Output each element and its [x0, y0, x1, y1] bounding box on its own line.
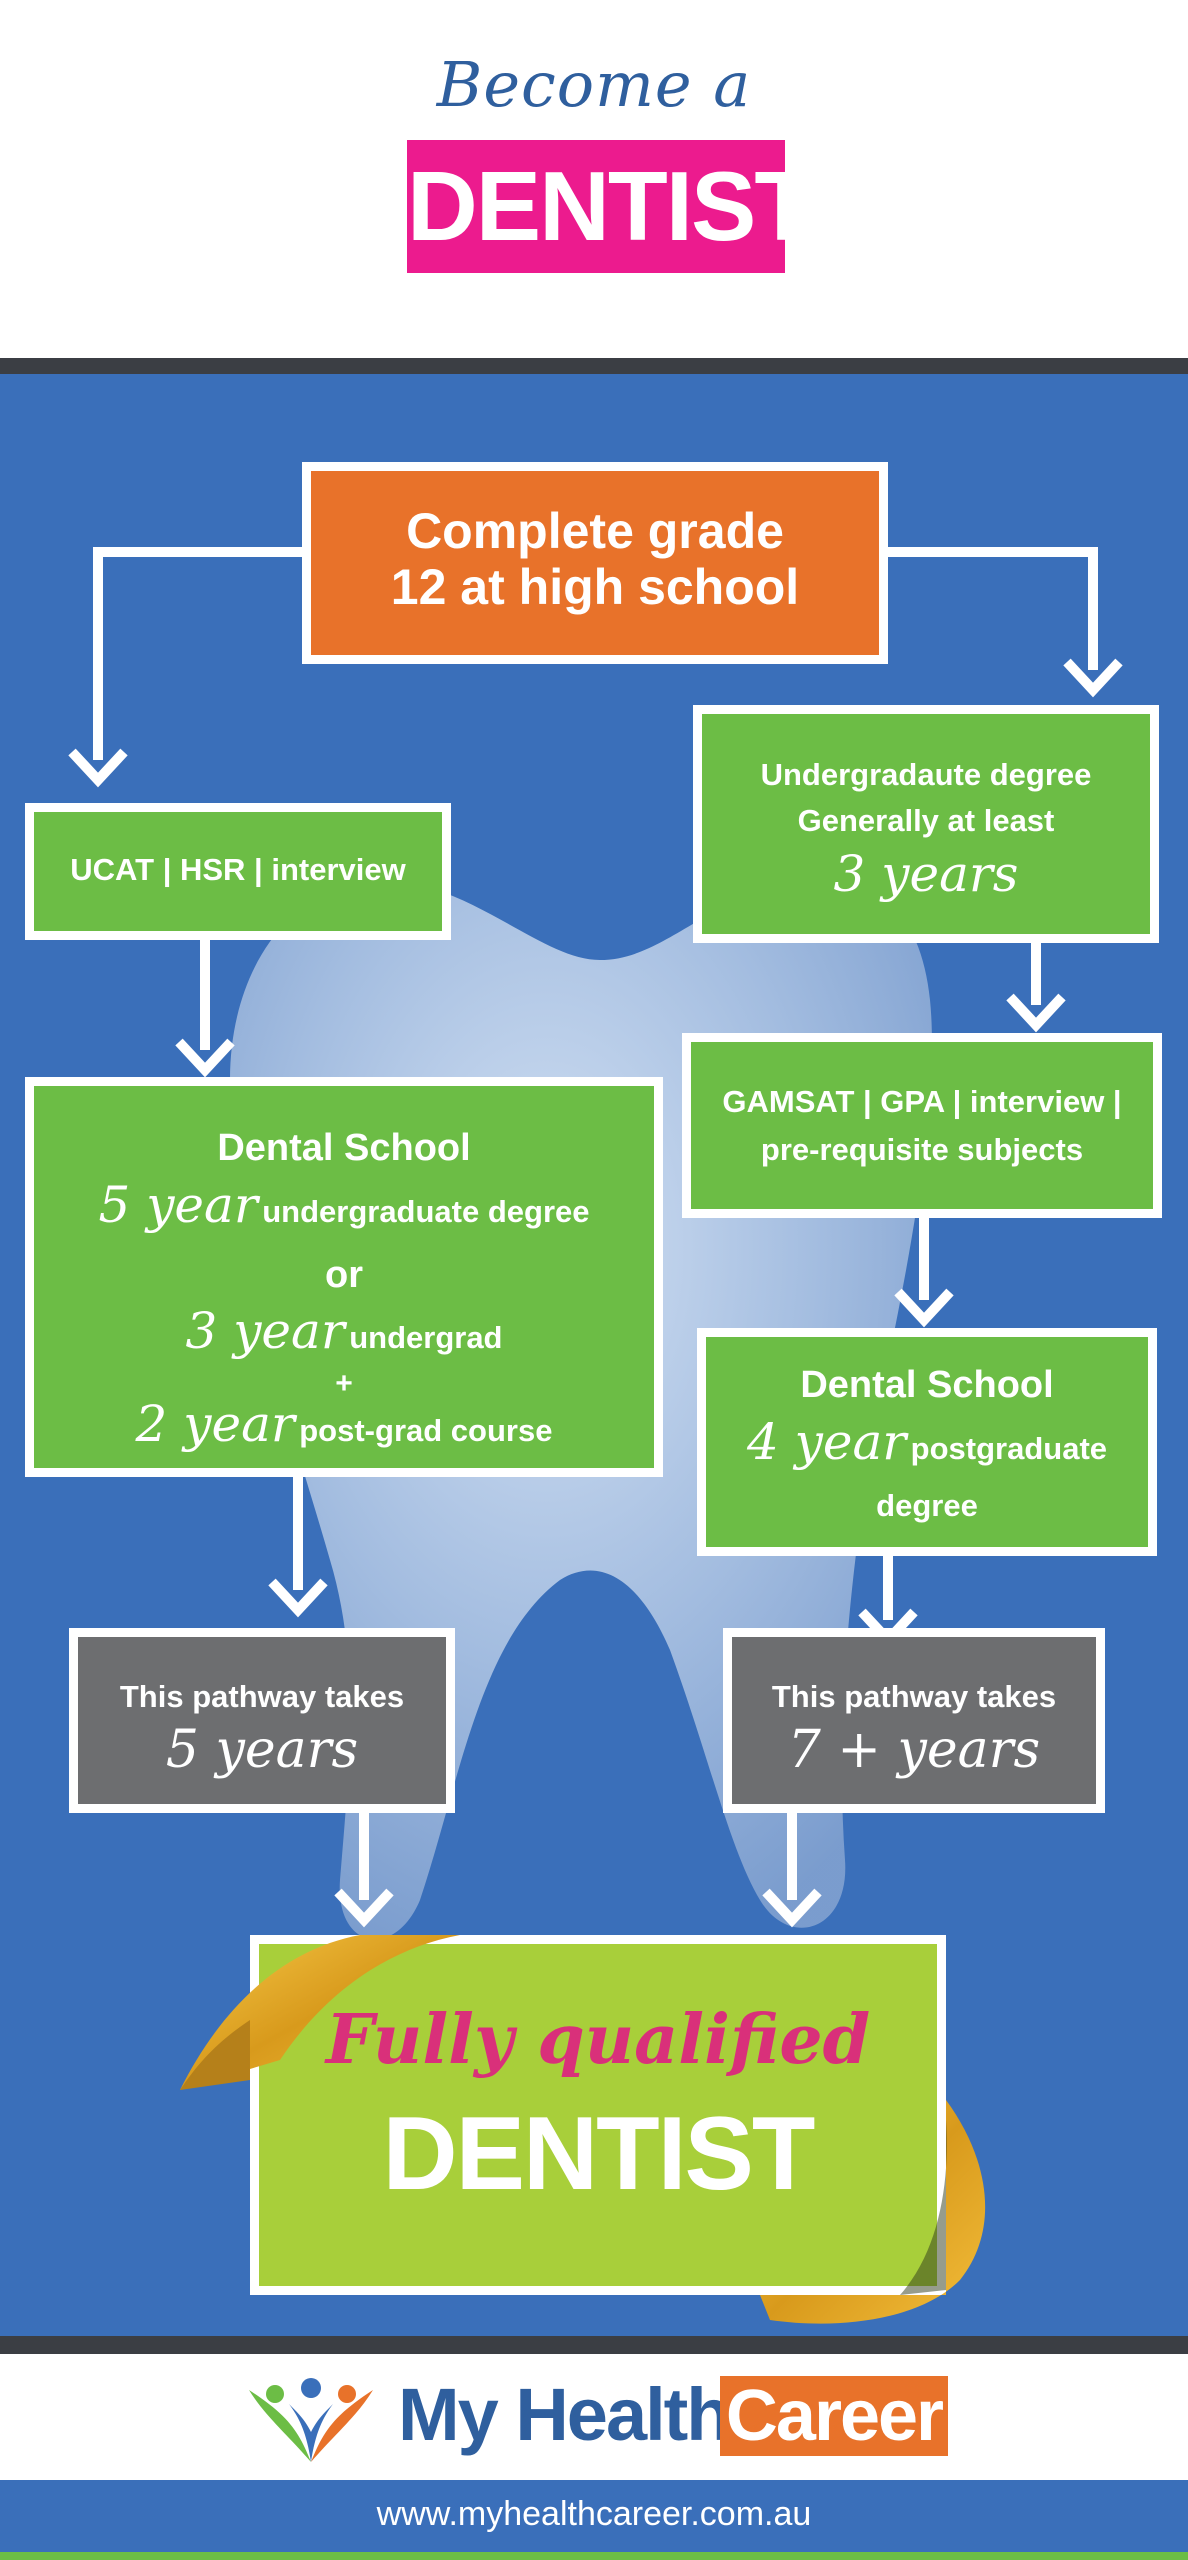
footer-accent-line [0, 2552, 1188, 2560]
step-left-entry: UCAT | HSR | interview [25, 803, 451, 940]
brand-name-part1: My Health [398, 2373, 732, 2456]
divider-bottom [0, 2336, 1188, 2354]
arrowhead [175, 1038, 235, 1078]
right-school-option: 4 year postgraduate [706, 1411, 1148, 1486]
right-school-script: 4 year [746, 1413, 907, 1471]
divider-top [0, 358, 1188, 374]
header-subtitle: Become a [436, 48, 752, 121]
step-right-entry-line2: pre-requisite subjects [760, 1132, 1084, 1167]
step-complete-grade-12: Complete grade 12 at high school [302, 462, 888, 664]
left-school-opt2-text: undergrad [349, 1320, 503, 1355]
final-line1: Fully qualified [325, 2000, 871, 2080]
right-total-label: This pathway takes [771, 1679, 1057, 1714]
left-total-label: This pathway takes [119, 1679, 405, 1714]
connector-start-left [93, 547, 302, 760]
arrowhead [268, 1578, 328, 1618]
arrowhead [762, 1888, 822, 1928]
right-school-title: Dental School [800, 1364, 1054, 1406]
left-pathway-total: This pathway takes 5 years [69, 1628, 455, 1813]
left-school-opt3-text: post-grad course [299, 1413, 553, 1448]
step-right-undergrad-line2: Generally at least [797, 803, 1055, 838]
connector-start-right [888, 547, 1098, 670]
arrowhead [334, 1888, 394, 1928]
step-right-entry-line1: GAMSAT | GPA | interview | [722, 1084, 1122, 1119]
final-qualified-dentist: Fully qualified DENTIST [250, 1935, 946, 2295]
left-school-title: Dental School [217, 1127, 471, 1169]
ribbon-right-shadow [900, 2120, 947, 2295]
final-line2: DENTIST [382, 2096, 816, 2212]
website-url[interactable]: www.myhealthcareer.com.au [376, 2495, 812, 2533]
left-school-opt1-script: 5 year [98, 1176, 258, 1234]
ribbon-left-fold [180, 2020, 250, 2090]
ribbon-right [760, 2100, 986, 2324]
right-school-text: postgraduate [910, 1431, 1108, 1466]
step-right-undergrad-duration: 3 years [833, 845, 1019, 903]
step-left-entry-label: UCAT | HSR | interview [70, 852, 406, 887]
header-badge: DENTIST [407, 140, 814, 273]
left-school-or: or [325, 1254, 363, 1296]
right-pathway-total: This pathway takes 7 + years [723, 1628, 1105, 1813]
arrowhead [894, 1288, 954, 1328]
step-left-dental-school: Dental School 5 year undergraduate degre… [25, 1077, 663, 1477]
left-school-opt3-script: 2 year [135, 1395, 295, 1453]
left-school-opt1-text: undergraduate degree [262, 1194, 590, 1229]
left-school-option2: 3 year undergrad [34, 1301, 654, 1374]
brand-name-part2: Career [720, 2376, 948, 2456]
step-start-line2: 12 at high school [390, 559, 800, 615]
footer-logo-area [0, 2354, 1188, 2480]
right-school-text2: degree [876, 1488, 978, 1523]
left-school-option3: 2 year post-grad course [34, 1394, 654, 1467]
step-right-dental-school: Dental School 4 year postgraduate degree [697, 1328, 1157, 1556]
step-right-undergrad-line1: Undergradaute degree [760, 757, 1092, 792]
arrowhead [68, 748, 128, 788]
step-right-entry: GAMSAT | GPA | interview | pre-requisite… [682, 1033, 1162, 1218]
arrowhead [1006, 993, 1066, 1033]
right-total-value: 7 + years [787, 1720, 1041, 1780]
footer-url-bar [0, 2480, 1188, 2560]
left-school-opt2-script: 3 year [185, 1302, 345, 1360]
left-school-option1: 5 year undergraduate degree [34, 1174, 654, 1249]
left-school-plus: + [335, 1367, 353, 1400]
step-start-line1: Complete grade [406, 503, 784, 559]
people-logo-icon [249, 2378, 373, 2462]
arrowhead [1063, 658, 1123, 698]
left-total-value: 5 years [165, 1720, 359, 1780]
step-right-undergrad: Undergradaute degree Generally at least … [693, 705, 1159, 943]
